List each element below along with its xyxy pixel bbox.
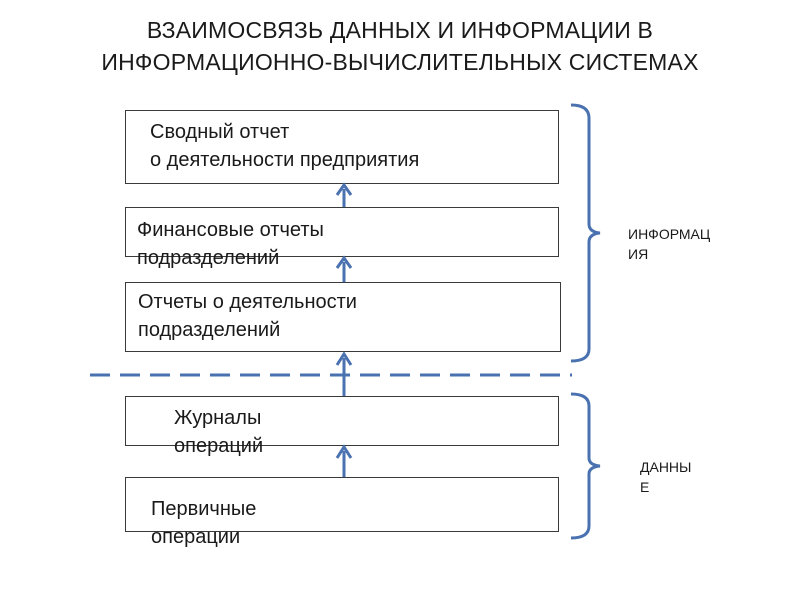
information-label: ИНФОРМАЦ ИЯ (628, 224, 710, 264)
activity-reports-line-1: Отчеты о деятельности (138, 291, 357, 313)
primary-operations-box (125, 477, 559, 532)
title-line-1: ВЗАИМОСВЯЗЬ ДАННЫХ И ИНФОРМАЦИИ В (146, 17, 654, 43)
journals-line-1: Журналы (174, 407, 262, 429)
journals-line-2: операций (174, 435, 264, 457)
journals-box (125, 396, 559, 446)
primary-operations-line-1: Первичные (151, 498, 257, 520)
data-label-line-1: ДАННЫ (640, 459, 692, 475)
journals-label: Журналы операций (174, 404, 263, 460)
summary-report-line-1: Сводный отчет (150, 121, 290, 143)
information-bracket (570, 103, 601, 363)
up-arrow-activity-to-financial (335, 255, 353, 282)
data-label: ДАННЫ Е (640, 457, 691, 497)
primary-operations-label: Первичные операции (151, 495, 256, 551)
financial-reports-label: Финансовые отчеты подразделений (137, 216, 324, 272)
summary-report-label: Сводный отчет о деятельности предприятия (150, 118, 419, 174)
summary-report-line-2: о деятельности предприятия (150, 149, 420, 171)
up-arrow-financial-to-summary (335, 182, 353, 207)
page-title: ВЗАИМОСВЯЗЬ ДАННЫХ И ИНФОРМАЦИИ В ИНФОРМ… (0, 14, 800, 78)
up-arrow-primary-to-journals (335, 444, 353, 477)
information-label-line-2: ИЯ (628, 246, 649, 262)
financial-reports-box (125, 207, 559, 257)
financial-reports-line-2: подразделений (137, 247, 280, 269)
title-line-2: ИНФОРМАЦИОННО-ВЫЧИСЛИТЕЛЬНЫХ СИСТЕМАХ (101, 49, 699, 75)
primary-operations-line-2: операции (151, 526, 241, 548)
up-arrow-journals-to-activity (335, 351, 353, 396)
data-label-line-2: Е (640, 479, 650, 495)
summary-report-box (125, 110, 559, 184)
information-label-line-1: ИНФОРМАЦ (628, 226, 711, 242)
activity-reports-label: Отчеты о деятельности подразделений (138, 288, 357, 344)
financial-reports-line-1: Финансовые отчеты (137, 219, 324, 241)
activity-reports-line-2: подразделений (138, 319, 281, 341)
data-bracket (570, 392, 601, 540)
activity-reports-box (125, 282, 561, 352)
